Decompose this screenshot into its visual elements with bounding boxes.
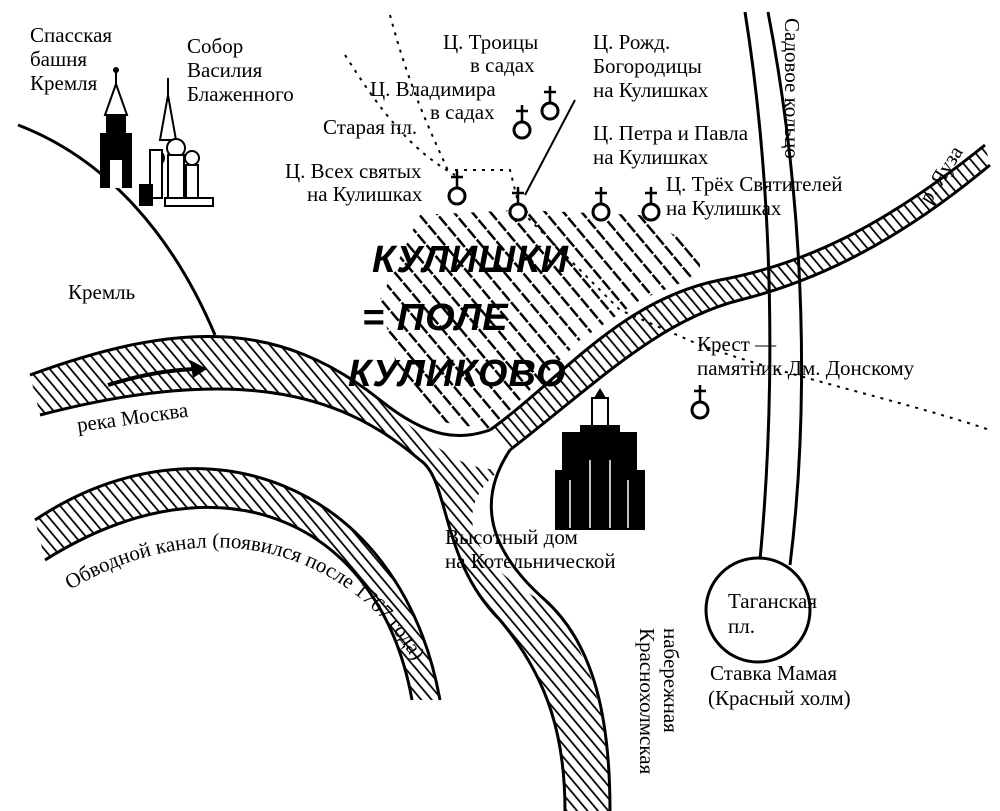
label-spasskaya: Спасская башня Кремля	[30, 23, 117, 95]
taganskaya-square	[704, 556, 812, 664]
label-rozhd: Ц. Рожд. Богородицы на Кулишках	[593, 30, 709, 102]
label-kremlin: Кремль	[68, 280, 135, 304]
church-cross-icon	[591, 187, 611, 222]
church-cross-icon	[540, 86, 560, 121]
label-vladimira: Ц. Владимира в садах	[370, 77, 501, 124]
skyscraper-icon	[555, 388, 645, 530]
label-taganka: Таганская пл.	[728, 589, 822, 638]
label-mamay: Ставка Мамая (Красный холм)	[708, 661, 851, 710]
street-dotted-3	[455, 169, 991, 431]
label-petra: Ц. Петра и Павла на Кулишках	[593, 121, 753, 169]
leader-line	[524, 99, 576, 196]
street-dotted-1	[389, 14, 451, 176]
moskva-river	[29, 334, 612, 811]
sadovoe-ring	[743, 11, 804, 566]
title-kulishki: КУЛИШКИ = ПОЛЕ КУЛИКОВО	[348, 239, 581, 395]
church-cross-icon	[447, 171, 467, 206]
yauza-river	[489, 143, 991, 452]
church-cross-icon	[508, 187, 528, 222]
label-troitsy: Ц. Троицы в садах	[443, 30, 544, 77]
spasskaya-tower-icon	[100, 67, 132, 188]
label-kotel: Высотный дом на Котельнической	[445, 525, 616, 573]
church-cross-icon	[690, 385, 710, 420]
church-cross-icon	[512, 105, 532, 140]
label-kanal: Обводной канал (появился после 1767 года…	[61, 528, 431, 664]
church-cross-icon	[641, 187, 661, 222]
label-naberezh: Краснохолмская набережная	[635, 628, 683, 780]
label-vasily: Собор Василия Блаженного	[187, 34, 294, 106]
kremlin-wall	[17, 123, 217, 336]
river-flow-arrow-icon	[107, 360, 207, 387]
label-staraya: Старая пл.	[323, 115, 417, 139]
street-dotted-2	[344, 54, 456, 176]
label-sadovoe: Садовое кольцо	[780, 18, 804, 159]
kulishki-field	[380, 210, 700, 430]
label-vsekh: Ц. Всех святых на Кулишках	[285, 159, 427, 206]
obvodnoy-canal	[34, 467, 442, 701]
label-trekh: Ц. Трёх Святителей на Кулишках	[666, 172, 848, 220]
label-krest: Крест — памятник Дм. Донскому	[697, 332, 915, 380]
st-basils-cathedral-icon	[139, 78, 214, 207]
